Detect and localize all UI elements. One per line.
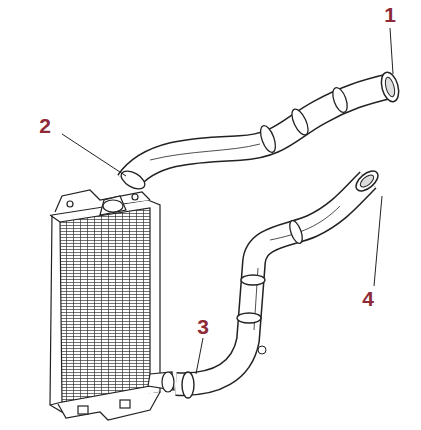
- callout-number: 3: [197, 316, 209, 337]
- callout-number: 1: [384, 4, 396, 25]
- leader-lines: [62, 28, 393, 374]
- callout-number: 2: [39, 115, 51, 136]
- intercooler: [50, 190, 174, 420]
- callout-number: 4: [362, 288, 374, 309]
- lower-hose: [176, 167, 381, 398]
